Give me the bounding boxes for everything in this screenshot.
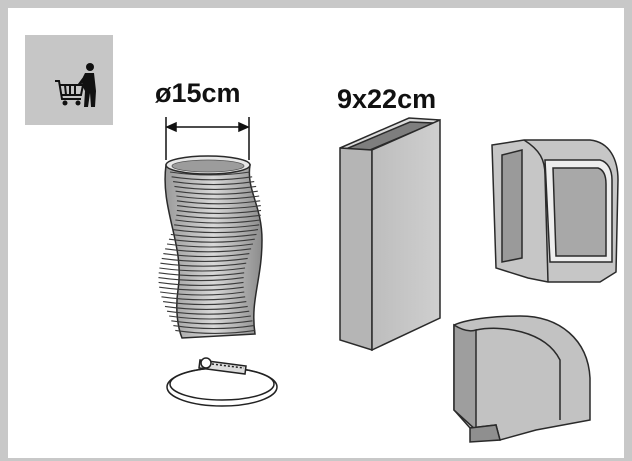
duct-rib <box>159 267 246 272</box>
hose-clamp <box>166 357 278 407</box>
duct-rib <box>171 176 253 181</box>
diameter-dimension-arrow <box>165 117 250 160</box>
duct-rib <box>163 301 247 306</box>
duct-rib <box>159 286 244 291</box>
duct-rib <box>176 209 262 214</box>
duct-rib <box>163 253 250 258</box>
duct-rib <box>169 171 251 176</box>
shopping-cart-person-icon <box>55 63 96 107</box>
duct-rib <box>171 320 253 325</box>
duct-rib <box>176 195 260 200</box>
vertical-elbow <box>491 139 619 283</box>
duct-rib <box>173 181 255 186</box>
duct-rib <box>175 190 258 195</box>
duct-rib <box>158 277 244 282</box>
duct-rib <box>165 248 252 253</box>
duct-rib <box>158 272 245 277</box>
duct-rib <box>168 238 255 243</box>
duct-rib <box>172 229 259 234</box>
duct-rib <box>175 219 261 224</box>
round-duct-diameter-label: ø15cm <box>155 78 241 108</box>
rect-duct-size-label: 9x22cm <box>337 84 437 114</box>
duct-rib <box>173 325 255 330</box>
flexible-duct <box>158 155 263 339</box>
duct-rib <box>176 214 261 219</box>
duct-rib <box>166 310 250 315</box>
duct-rib <box>177 205 261 210</box>
duct-rib <box>174 185 257 190</box>
duct-rib <box>158 281 244 286</box>
duct-rib <box>161 257 248 262</box>
duct-rib <box>160 262 247 267</box>
duct-rib <box>169 315 251 320</box>
duct-rib <box>174 224 260 229</box>
duct-rib <box>175 329 256 334</box>
horizontal-elbow <box>453 315 591 443</box>
accessory-badge <box>25 35 113 125</box>
duct-rib <box>160 291 245 296</box>
rectangular-duct <box>339 117 441 352</box>
duct-rib <box>166 243 254 248</box>
duct-rib <box>164 305 248 310</box>
duct-rib <box>176 200 261 205</box>
duct-rib <box>170 233 257 238</box>
duct-rib <box>161 296 246 301</box>
